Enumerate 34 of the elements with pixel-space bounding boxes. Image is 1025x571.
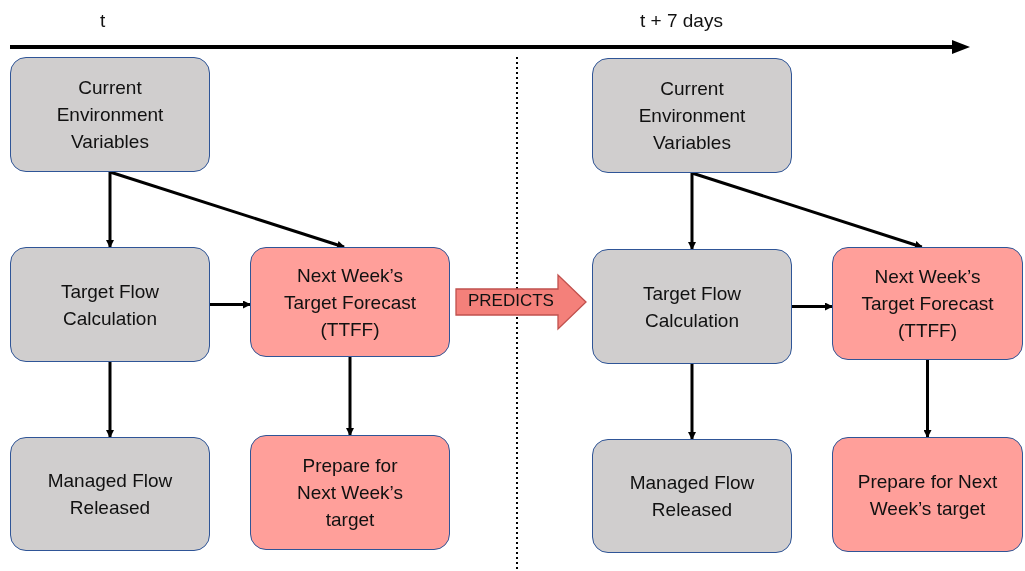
arrow xyxy=(691,171,923,249)
process-box xyxy=(10,437,210,551)
process-box xyxy=(250,435,450,550)
block-arrow xyxy=(455,273,587,331)
process-box xyxy=(10,57,210,172)
box-text: Current Environment Variables xyxy=(55,76,165,154)
box-text: Next Week’s Target Forecast (TTFF) xyxy=(283,263,417,342)
arrow xyxy=(106,362,114,438)
process-box xyxy=(250,247,450,357)
arrow xyxy=(109,170,345,249)
edge-label: PREDICTS xyxy=(468,291,554,311)
process-box xyxy=(10,247,210,362)
process-box xyxy=(832,247,1023,360)
box-text: Prepare for Next Week’s target xyxy=(296,454,404,532)
arrow xyxy=(923,360,932,438)
box-text: Managed Flow Released xyxy=(46,469,174,520)
process-box xyxy=(592,58,792,173)
arrow xyxy=(346,357,354,436)
time-label: t + 7 days xyxy=(640,10,723,32)
arrow xyxy=(688,364,696,440)
box-text: Current Environment Variables xyxy=(637,77,747,155)
box-text: Prepare for Next Week’s target xyxy=(856,469,999,521)
box-text: Target Flow Calculation xyxy=(59,279,161,331)
arrow xyxy=(688,173,696,250)
box-text: Target Flow Calculation xyxy=(641,281,743,333)
process-box xyxy=(832,437,1023,552)
box-text: Next Week’s Target Forecast (TTFF) xyxy=(860,265,995,343)
arrow xyxy=(210,300,251,309)
process-box xyxy=(592,249,792,364)
arrow xyxy=(106,172,114,248)
box-text: Managed Flow Released xyxy=(628,471,756,522)
process-box xyxy=(592,439,792,553)
arrow xyxy=(792,302,833,311)
time-label: t xyxy=(100,10,106,32)
